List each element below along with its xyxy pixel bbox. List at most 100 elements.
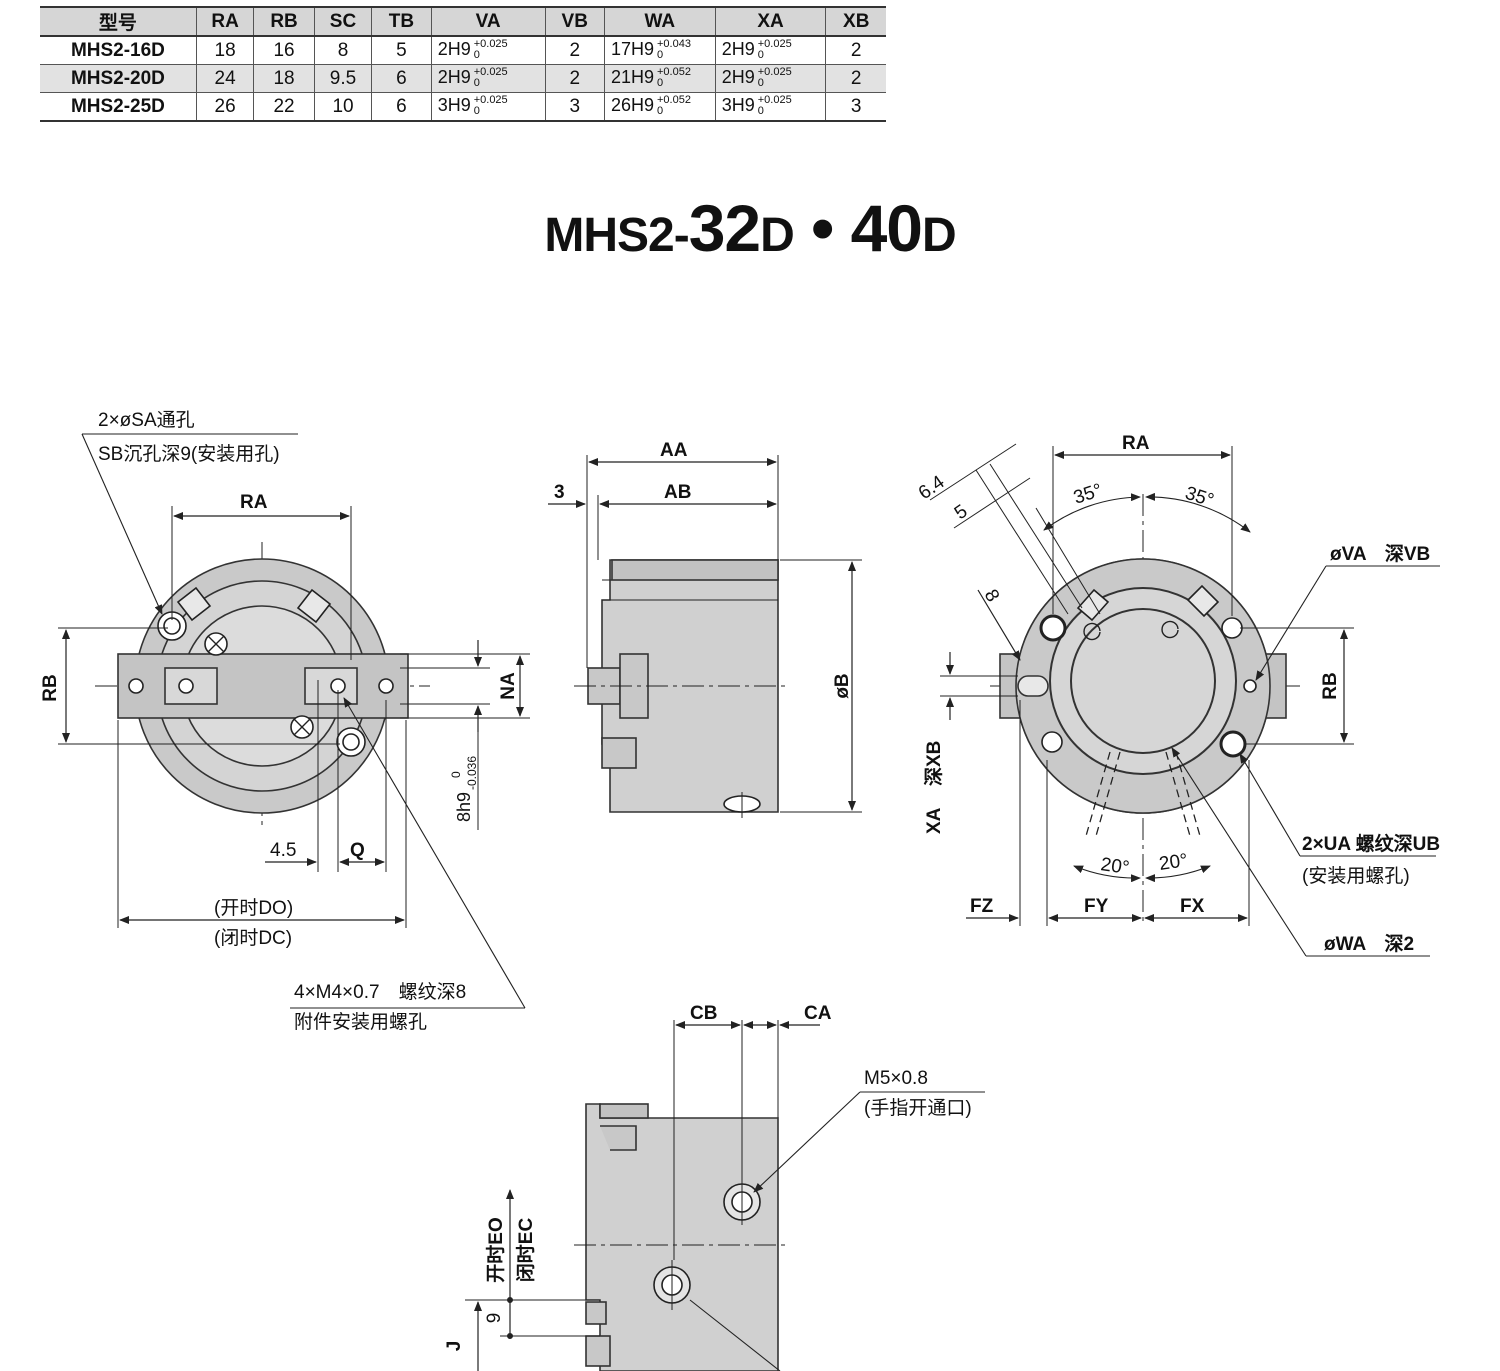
label-front-dc: (闭时DC) [214,927,292,949]
label-bottom-m5: M5×0.8 [864,1068,928,1089]
table-header-cell: RA [195,7,254,36]
fit-base: 2H9 [437,67,471,88]
label-bottom-9: 9 [484,1313,505,1324]
table-cell-model: MHS2-16D [40,36,197,65]
label-bottom-cb: CB [690,1003,717,1024]
table-cell-tb: 6 [371,92,432,121]
table-header-cell: RB [253,7,315,36]
drawing-labels: 2×øSA通孔 SB沉孔深9(安装用孔) RA RB NA 8h9 0 -0.0… [40,409,1440,1351]
label-sb-note: SB沉孔深9(安装用孔) [98,443,280,465]
table-cell-rb: 16 [253,36,315,65]
label-back-fx: FX [1180,896,1205,917]
label-front-na: NA [498,672,519,700]
fit-base: 26H9 [610,95,654,116]
table-cell-ra: 24 [195,64,254,93]
tolerance-lower: 0 [757,77,764,90]
label-sa-note: 2×øSA通孔 [98,409,195,431]
fit-base: 21H9 [610,67,654,88]
tolerance-lower: 0 [757,105,764,118]
tolerance-upper: +0.025 [473,66,508,79]
tolerance-lower: 0 [657,49,664,62]
label-back-6-4: 6.4 [915,471,949,504]
table-cell-vb: 3 [544,92,605,121]
label-front-q: Q [350,840,365,861]
label-back-angle-2: 35° [1182,483,1216,512]
tolerance-upper: +0.052 [657,66,691,79]
table-cell-sc: 9.5 [313,64,372,93]
label-front-m4: 4×M4×0.7 螺纹深8 [294,981,466,1003]
table-cell-ra: 18 [195,36,254,65]
title-suffix-2: D [921,209,957,262]
tolerance-upper: +0.025 [473,94,508,107]
fit-base: 2H9 [721,67,755,88]
table-cell-rb: 18 [253,64,315,93]
table-header-cell: XB [825,7,886,36]
label-back-ua: 2×UA 螺纹深UB [1302,832,1440,855]
label-side-aa: AA [660,440,688,461]
label-bottom-ca: CA [804,1003,832,1024]
tolerance-lower: 0 [657,77,664,90]
label-front-h9: 8h9 [454,792,474,822]
label-front-do: (开时DO) [214,897,293,919]
tolerance-lower: 0 [473,49,480,62]
table-cell-vb: 2 [544,64,605,93]
tolerance-lower: 0 [757,49,764,62]
label-back-xb: 深XB [922,741,945,786]
label-bottom-eo: 开时EO [485,1217,507,1282]
fit-base: 17H9 [610,39,654,60]
table-cell-tb: 5 [371,36,432,65]
table-cell-vb: 2 [544,36,605,65]
table-header-cell: TB [371,7,432,36]
table-cell-xb: 3 [825,92,886,121]
label-side-ab: AB [664,482,691,503]
label-bottom-j: J [444,1341,465,1352]
fit-base: 3H9 [437,95,471,116]
table-cell-sc: 8 [313,36,372,65]
table-cell-tb: 6 [371,64,432,93]
label-bottom-ec: 闭时EC [515,1218,537,1283]
label-back-va: øVA 深VB [1330,542,1430,565]
tolerance-upper: +0.043 [657,38,691,51]
fit-base: 2H9 [437,39,471,60]
title-prefix: MHS2- [544,209,689,262]
label-front-ra: RA [240,492,268,513]
page-title: MHS2-32D • 40D [0,190,1500,266]
table-cell-xb: 2 [825,36,886,65]
tolerance-lower: 0 [473,105,480,118]
table-header-cell: VB [544,7,605,36]
front-view [58,433,530,1009]
back-view [929,443,1440,957]
title-suffix-1: D [760,209,795,262]
tolerance-upper: +0.052 [657,94,691,107]
label-back-angle-1: 35° [1071,480,1105,509]
label-bottom-m5-note: (手指开通口) [864,1097,972,1119]
label-side-b: øB [832,673,853,698]
tolerance-lower: 0 [657,105,664,118]
label-front-h9-tol-bot: -0.036 [465,756,479,790]
label-back-20-a: 20° [1099,854,1130,879]
label-back-fy: FY [1084,896,1109,917]
tolerance-upper: +0.025 [473,38,508,51]
side-view [548,455,862,818]
title-size-2: 40 [850,191,923,265]
table-cell-sc: 10 [313,92,372,121]
label-back-8: 8 [980,586,1003,606]
label-back-fz: FZ [970,896,994,917]
table-cell-model: MHS2-20D [40,64,197,93]
label-back-20-b: 20° [1158,850,1189,875]
